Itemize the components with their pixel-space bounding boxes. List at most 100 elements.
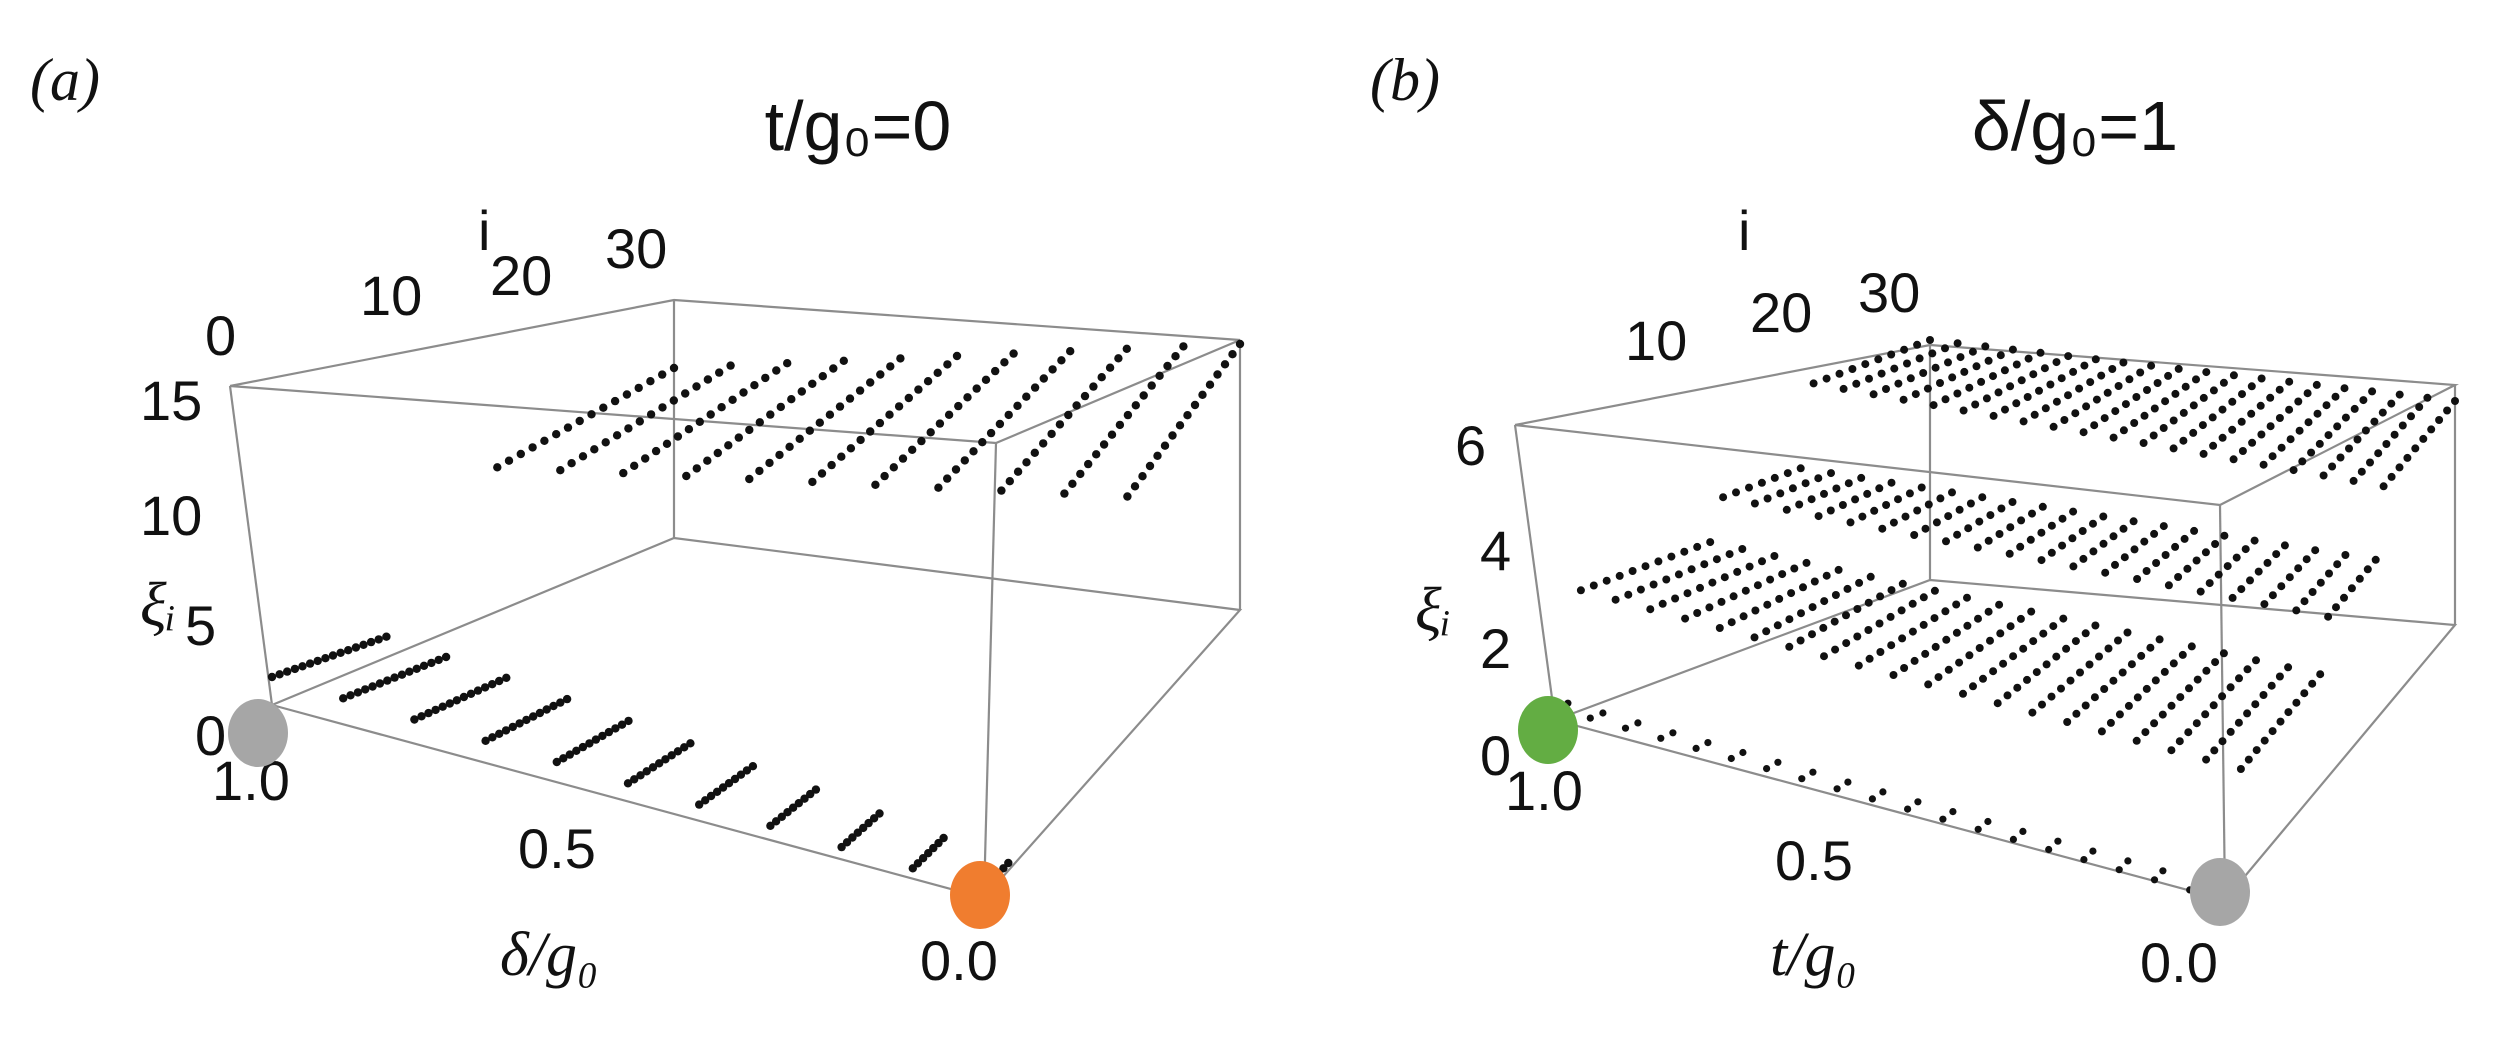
panel-b-dot <box>1979 674 1987 683</box>
panel-a-dot <box>856 435 865 445</box>
panel-b-green-marker <box>1518 696 1578 764</box>
panel-b-dot <box>1905 489 1914 498</box>
panel-a-dot <box>886 362 895 371</box>
panel-a-dot <box>1013 401 1022 410</box>
panel-a-dot <box>495 729 504 738</box>
panel-b-dot <box>1763 494 1772 503</box>
panel-a-dot <box>585 739 594 748</box>
panel-b-dot <box>2013 683 2022 692</box>
panel-a-dot <box>913 859 923 868</box>
panel-a-dot <box>724 441 733 450</box>
panel-b-dot <box>1790 564 1799 573</box>
panel-a-dot <box>885 410 894 419</box>
panel-b-dot <box>2366 458 2374 467</box>
panel-a-dot <box>866 427 875 436</box>
panel-a-dot <box>766 410 775 419</box>
panel-a-dot <box>845 394 855 403</box>
panel-a-dot <box>944 410 954 419</box>
panel-a-dot <box>359 640 368 649</box>
panel-a-dot <box>934 838 943 848</box>
panel-b-dot <box>1966 499 1975 508</box>
panel-a-dot <box>516 449 525 459</box>
panel-b-label: (b) <box>1370 47 1440 113</box>
panel-b-dot <box>2236 765 2245 773</box>
panel-b-dot <box>1939 815 1947 823</box>
panel-a-i-tick-0: 0 <box>205 304 236 367</box>
panel-b-dot <box>1919 620 1928 629</box>
panel-b-dot <box>1704 739 1712 747</box>
panel-b-dot <box>2124 857 2132 865</box>
panel-b-dot <box>2016 542 2025 551</box>
panel-b-dot <box>2202 666 2211 675</box>
panel-a-dot <box>1114 354 1123 363</box>
panel-a-dot <box>794 799 803 808</box>
panel-b-dot <box>1959 406 1968 415</box>
panel-b-dot <box>1843 584 1852 593</box>
panel-b-dot <box>1878 524 1887 533</box>
panel-b-dot <box>1753 581 1762 590</box>
panel-b-dot <box>2313 409 2322 418</box>
panel-b-dot <box>1712 555 1721 564</box>
panel-b-dot <box>1715 624 1724 632</box>
panel-a-dot <box>695 800 704 809</box>
panel-b-dot <box>2140 411 2149 420</box>
panel-b-dot <box>1949 808 1957 816</box>
panel-b-dot <box>2300 689 2309 698</box>
panel-b-dot <box>1802 558 1811 567</box>
panel-b-dot <box>2049 622 2058 631</box>
panel-b-dot <box>2076 668 2084 677</box>
panel-b-dot <box>2023 675 2031 684</box>
panel-b-dot <box>1894 495 1902 504</box>
panel-a-dot <box>636 771 645 780</box>
panel-b-dot <box>1899 395 1908 404</box>
panel-a-dot <box>1013 467 1023 476</box>
panel-b-box-floor <box>1554 578 2458 902</box>
panel-a-dot <box>875 809 884 818</box>
panel-a-i-tick-20: 20 <box>490 244 552 307</box>
panel-b-dot <box>2038 700 2046 709</box>
panel-b-dot <box>1745 483 1753 492</box>
panel-b-dot <box>2139 439 2148 447</box>
panel-a-dot <box>351 643 361 652</box>
panel-b-dot <box>2220 531 2229 540</box>
panel-b-dot <box>1953 530 1962 539</box>
panel-b-dot <box>2069 367 2078 376</box>
panel-b-dot <box>2325 569 2333 578</box>
panel-b-dot <box>2099 512 2108 521</box>
panel-b-dot <box>2052 358 2061 367</box>
panel-a-dot <box>590 445 599 454</box>
panel-a-dot <box>1064 410 1073 420</box>
panel-b-dot <box>2411 444 2420 453</box>
panel-b-dot <box>2150 876 2159 884</box>
panel-b-dot <box>1662 575 1671 584</box>
panel-b-dot <box>1853 632 1862 641</box>
panel-b-dot <box>2028 708 2037 717</box>
panel-b-dot <box>2259 691 2268 699</box>
panel-a-dot <box>390 673 399 682</box>
panel-a-dot <box>624 424 633 433</box>
panel-b-dot <box>1733 567 1742 576</box>
panel-b-dot <box>2101 568 2110 577</box>
panel-b-dot <box>2080 361 2089 370</box>
panel-a-dot <box>522 715 531 725</box>
panel-b-dot <box>2238 447 2247 455</box>
panel-a-dot <box>434 655 443 665</box>
panel-b-dot <box>1984 817 1992 826</box>
panel-a-dot <box>1122 344 1132 353</box>
panel-a-dot <box>445 699 454 708</box>
panel-b-dot <box>1955 505 1964 514</box>
panel-b-dot <box>2307 448 2316 457</box>
panel-b-dot <box>2161 397 2170 406</box>
panel-b-dot <box>1963 621 1972 630</box>
panel-b-dot <box>2006 382 2015 391</box>
panel-a-dot <box>346 691 355 700</box>
panel-a-dot <box>894 402 904 411</box>
panel-b-dot <box>1930 614 1939 623</box>
panel-b-dot <box>2218 433 2227 442</box>
panel-b-dot <box>2106 718 2115 727</box>
panel-b-dot <box>1814 474 1823 483</box>
panel-b-dot <box>2069 562 2078 571</box>
panel-a-dot <box>772 366 781 375</box>
panel-b-dot <box>2243 709 2252 718</box>
panel-b-dot <box>2041 404 2050 413</box>
